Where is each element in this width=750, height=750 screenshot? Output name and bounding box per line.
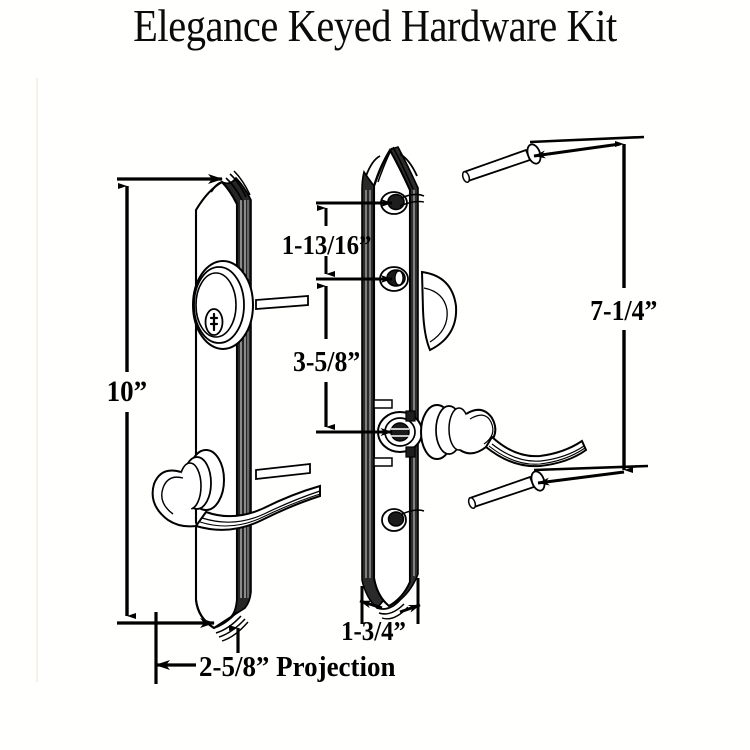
dimension-projection: 2-5/8” Projection <box>154 612 396 684</box>
interior-lever-arm <box>484 435 588 468</box>
spindle-hub <box>377 411 423 453</box>
interior-plate-face <box>372 147 412 608</box>
interior-escutcheon-plate <box>361 146 588 620</box>
interior-lever-contour-1 <box>491 443 585 462</box>
dimension-label-cylinder-to-spindle: 3-5/8” <box>293 346 360 377</box>
thumbturn-body <box>420 270 458 352</box>
key-cylinder <box>192 260 254 350</box>
page-title: Elegance Keyed Hardware Kit <box>133 0 617 51</box>
mounting-tab-upper <box>405 410 416 422</box>
screw-upper-tip <box>461 170 471 184</box>
interior-lever-contour-2 <box>488 445 586 465</box>
exterior-escutcheon-plate <box>151 170 321 642</box>
dimension-overall-height: 10” <box>107 174 223 628</box>
top-arch-contour-1 <box>221 181 238 205</box>
keyway-slot <box>209 312 219 332</box>
bottom-arch-contour-1 <box>213 611 238 629</box>
mounting-clip-lower <box>373 457 393 467</box>
lever-handle-interior <box>420 404 588 468</box>
dimension-label-screw-length: 7-1/4” <box>590 295 657 326</box>
top-arch-contour-3 <box>229 173 247 198</box>
dimension-label-projection: 2-5/8” Projection <box>199 651 396 683</box>
dimension-top-screw-spacing: 1-13/16” <box>282 199 393 283</box>
dimension-label-overall-height: 10” <box>107 376 147 409</box>
lever-handle-exterior <box>151 449 321 531</box>
lever-scroll-return <box>151 469 197 528</box>
plate-width-arrow-right <box>399 603 421 614</box>
machine-screw-upper <box>461 143 542 184</box>
lever-arm-contour-1 <box>201 490 321 523</box>
screw-post-upper-shaft <box>400 193 425 199</box>
screw-length-upper-extension <box>529 135 645 144</box>
thumbturn-contour <box>423 287 448 343</box>
top-arch-contour-4 <box>233 170 251 196</box>
spindle-bar-lower <box>255 462 311 481</box>
dimension-plate-width: 1-3/4” <box>341 578 421 646</box>
mounting-tab-lower <box>405 446 416 458</box>
screw-upper-shaft <box>462 148 532 183</box>
interior-top-contour-3 <box>389 149 411 191</box>
screw-length-lower-leader <box>537 470 625 486</box>
screw-post-bottom-shaft <box>401 509 425 515</box>
machine-screw-lower <box>467 470 546 510</box>
dimension-screw-length: 7-1/4” <box>529 135 657 486</box>
interior-top-shoulder-left <box>365 155 381 177</box>
bottom-arch-contour-2 <box>215 615 242 634</box>
thumbturn-knob <box>420 270 458 352</box>
screw-lower-shaft <box>468 475 536 509</box>
mounting-clip-upper <box>373 399 393 409</box>
lever-arm-contour-2 <box>199 493 321 527</box>
screw-post-lower <box>379 266 409 292</box>
interior-top-shoulder-right <box>399 153 418 177</box>
screw-length-upper-leader <box>533 142 621 159</box>
spindle-hub-slot <box>391 428 409 437</box>
bottom-arch-contour-4 <box>221 621 249 642</box>
dimension-label-plate-width: 1-3/4” <box>341 616 406 646</box>
screw-post-upper-shaft-2 <box>399 200 425 207</box>
interior-top-contour-1 <box>373 149 391 187</box>
screw-post-bottom-head <box>387 511 405 527</box>
interior-bottom-contour-2 <box>378 603 405 615</box>
spindle-hub-inner <box>390 422 410 442</box>
screw-lower-tip <box>467 496 477 510</box>
plate-width-arrow-left <box>359 599 383 610</box>
interior-top-contour-4 <box>392 146 414 190</box>
top-arch-contour-2 <box>225 177 243 201</box>
screw-post-lower-boss <box>394 270 404 286</box>
spindle-bar-upper <box>255 295 309 310</box>
dimension-label-top-screw-spacing: 1-13/16” <box>282 230 372 260</box>
interior-lever-scroll-inner <box>469 414 494 445</box>
screw-length-lower-extension <box>533 464 649 472</box>
plate-face <box>194 180 239 630</box>
lever-scroll-inner-line <box>161 476 184 515</box>
dimension-cylinder-to-spindle: 3-5/8” <box>293 283 393 436</box>
screw-post-bottom <box>381 508 425 532</box>
